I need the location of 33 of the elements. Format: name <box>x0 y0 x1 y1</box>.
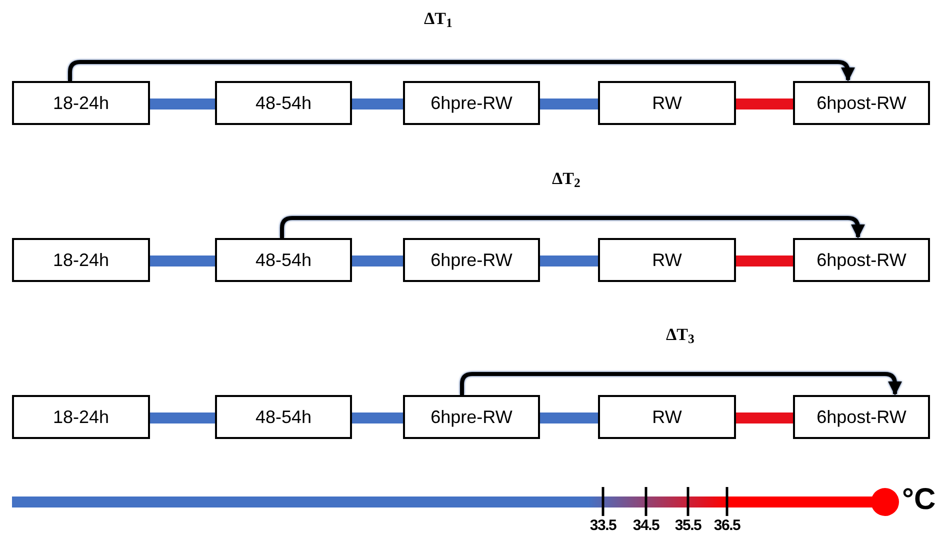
connector-bar <box>352 412 403 424</box>
connector-bar <box>540 256 598 266</box>
stage-box: 6hpre-RW <box>403 81 540 125</box>
unit-label: °C <box>902 485 935 515</box>
connector-bar <box>150 412 215 424</box>
connector-bar <box>540 412 598 424</box>
connector-bar <box>540 98 598 110</box>
stage-box: 48-54h <box>215 81 352 125</box>
scale-tick-label: 36.5 <box>712 518 742 533</box>
stage-box: 6hpre-RW <box>403 395 540 439</box>
connector-bar <box>150 256 215 266</box>
stage-box: RW <box>598 81 736 125</box>
stage-box: 6hpost-RW <box>793 81 930 125</box>
stage-box: 18-24h <box>12 238 150 282</box>
stage-box: RW <box>598 395 736 439</box>
connector-bar <box>736 412 793 424</box>
connector-bar <box>352 98 403 110</box>
scale-tick-label: 33.5 <box>588 518 618 533</box>
scale-tick-label: 35.5 <box>674 518 702 533</box>
stage-box: 48-54h <box>215 238 352 282</box>
scale-tick-label: 34.5 <box>632 518 660 533</box>
bent-arrow <box>68 60 855 82</box>
stage-box: 48-54h <box>215 395 352 439</box>
connector-bar <box>736 98 793 110</box>
stage-box: 18-24h <box>12 395 150 439</box>
stage-box: 6hpost-RW <box>793 238 930 282</box>
stage-box: 18-24h <box>12 81 150 125</box>
connector-bar <box>150 98 215 110</box>
connector-bar <box>352 256 403 266</box>
connector-bar <box>736 256 793 266</box>
stage-box: RW <box>598 238 736 282</box>
stage-box: 6hpost-RW <box>793 395 930 439</box>
stage-box: 6hpre-RW <box>403 238 540 282</box>
